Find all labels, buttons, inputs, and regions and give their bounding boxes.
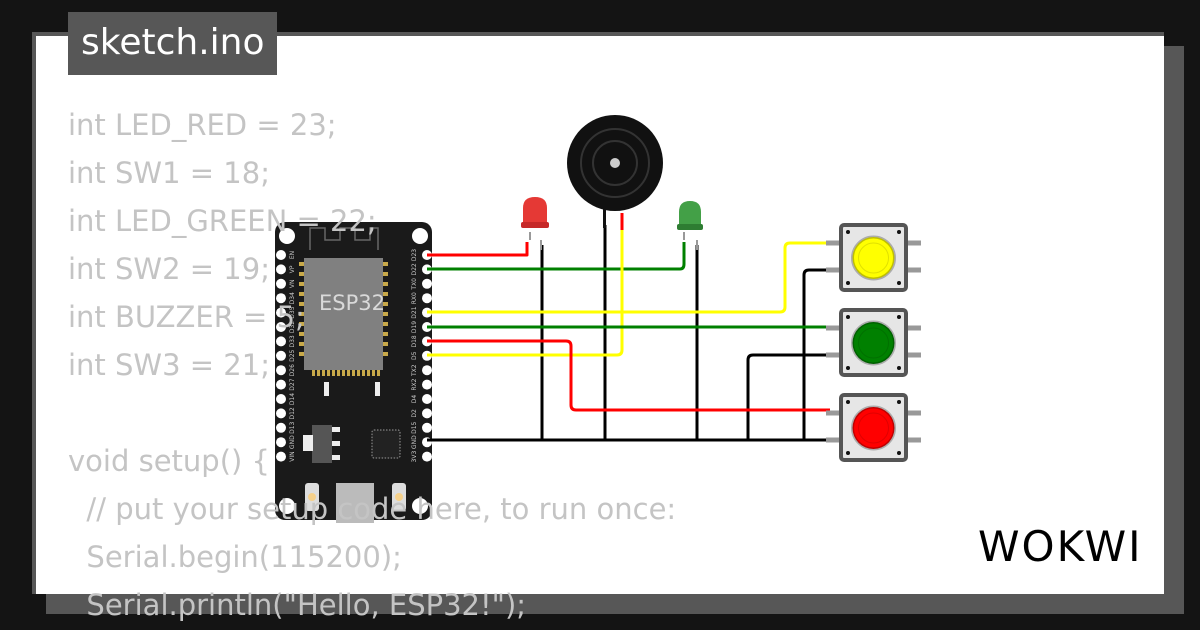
code-line: int BUZZER = 5;: [68, 300, 305, 334]
wire-buzzer: [427, 230, 624, 357]
pin-label: TX2: [411, 364, 418, 377]
pin-label: D25: [289, 349, 296, 361]
pin-label: D18: [411, 335, 418, 347]
pin-label: D12: [289, 407, 296, 419]
pin-label: D15: [411, 421, 418, 433]
pin-label: D35: [289, 306, 296, 318]
code-line: int SW1 = 18;: [68, 156, 270, 190]
pin-label: D26: [289, 364, 296, 376]
pin-left-D32[interactable]: [276, 322, 286, 332]
pin-left-D33[interactable]: [276, 336, 286, 347]
code-line: int LED_GREEN = 22;: [68, 204, 377, 238]
sketch-file-name: sketch.ino: [68, 12, 278, 75]
wire-sw1: [427, 339, 830, 412]
esp32-board[interactable]: ESP32 ENVPVND34D35D32D33D25D26D27D14D12D…: [275, 222, 432, 523]
code-line: void setup() {: [68, 444, 270, 478]
pin-label: TX0: [411, 278, 418, 291]
pin-label: D22: [411, 263, 418, 275]
code-line: int SW2 = 19;: [68, 252, 270, 286]
code-line: [68, 389, 676, 437]
pin-label: D34: [289, 292, 296, 304]
pin-left-D27[interactable]: [276, 379, 286, 390]
wire-sw3: [427, 241, 830, 314]
pin-left-D25[interactable]: [276, 350, 286, 361]
pin-right-RX2[interactable]: [422, 379, 432, 390]
pin-label: VN: [289, 280, 296, 289]
pin-label: D21: [411, 306, 418, 318]
code-line: Serial.println("Hello, ESP32!");: [68, 588, 527, 622]
pushbutton-yellow[interactable]: [826, 223, 921, 292]
pin-left-VP[interactable]: [276, 264, 286, 275]
wire-sw1-gnd: [802, 268, 830, 440]
led-green[interactable]: [677, 201, 703, 250]
code-line: int SW3 = 21;: [68, 348, 270, 382]
pin-label: D32: [289, 321, 296, 333]
code-line: int LED_RED = 23;: [68, 108, 337, 142]
pin-label: D13: [289, 421, 296, 433]
pin-left-D12[interactable]: [276, 408, 286, 419]
pin-right-TX0[interactable]: [422, 278, 432, 289]
pin-left-D34[interactable]: [276, 293, 286, 304]
pin-label: 3V3: [411, 451, 418, 463]
esp32-label: ESP32: [319, 291, 385, 315]
pin-label: D14: [289, 393, 296, 405]
pushbutton-green[interactable]: [826, 308, 921, 377]
pin-label: D5: [411, 351, 418, 360]
pin-label: VIN: [289, 451, 296, 461]
pin-label: GND: [411, 435, 418, 449]
pin-right-D4[interactable]: [422, 394, 432, 404]
wokwi-logo: WOKWI: [978, 522, 1143, 571]
pin-label: D33: [289, 335, 296, 347]
pin-label: RX0: [411, 292, 418, 304]
pin-label: D4: [411, 395, 418, 404]
pin-label: VP: [289, 265, 296, 273]
pin-left-D26[interactable]: [276, 365, 286, 376]
code-preview: int LED_RED = 23; int SW1 = 18; int LED_GR…: [68, 101, 676, 629]
pin-left-VN[interactable]: [276, 278, 286, 289]
pin-left-EN[interactable]: [276, 250, 286, 260]
pin-label: EN: [289, 251, 296, 259]
pin-right-TX2[interactable]: [422, 365, 432, 376]
wire-led-red: [427, 242, 529, 257]
regulator: [312, 425, 332, 463]
pin-right-D15[interactable]: [422, 422, 432, 433]
pin-right-RX0[interactable]: [422, 293, 432, 304]
code-line: Serial.begin(115200);: [68, 540, 402, 574]
usb-port: [336, 483, 374, 523]
pin-label: RX2: [411, 378, 418, 390]
pin-right-3V3[interactable]: [422, 451, 432, 462]
pushbutton-red[interactable]: [826, 393, 921, 462]
wires: [427, 213, 830, 442]
pin-label: D19: [411, 321, 418, 333]
pin-left-VIN[interactable]: [276, 451, 286, 462]
pin-label: GND: [289, 435, 296, 449]
pin-right-D2[interactable]: [422, 408, 432, 419]
pin-left-GND[interactable]: [276, 437, 286, 448]
pin-left-D13[interactable]: [276, 422, 286, 433]
pin-left-D35[interactable]: [276, 307, 286, 318]
pin-label: D27: [289, 378, 296, 390]
led-red[interactable]: [521, 197, 549, 250]
code-line: // put your setup code here, to run once…: [68, 492, 677, 526]
pin-label: D23: [411, 249, 418, 261]
esp32-chip: [304, 258, 383, 370]
buzzer[interactable]: [567, 115, 663, 228]
pin-left-D14[interactable]: [276, 394, 286, 404]
pin-label: D2: [411, 409, 418, 418]
wire-led-green: [427, 242, 686, 271]
wire-sw2-gnd: [746, 353, 830, 440]
